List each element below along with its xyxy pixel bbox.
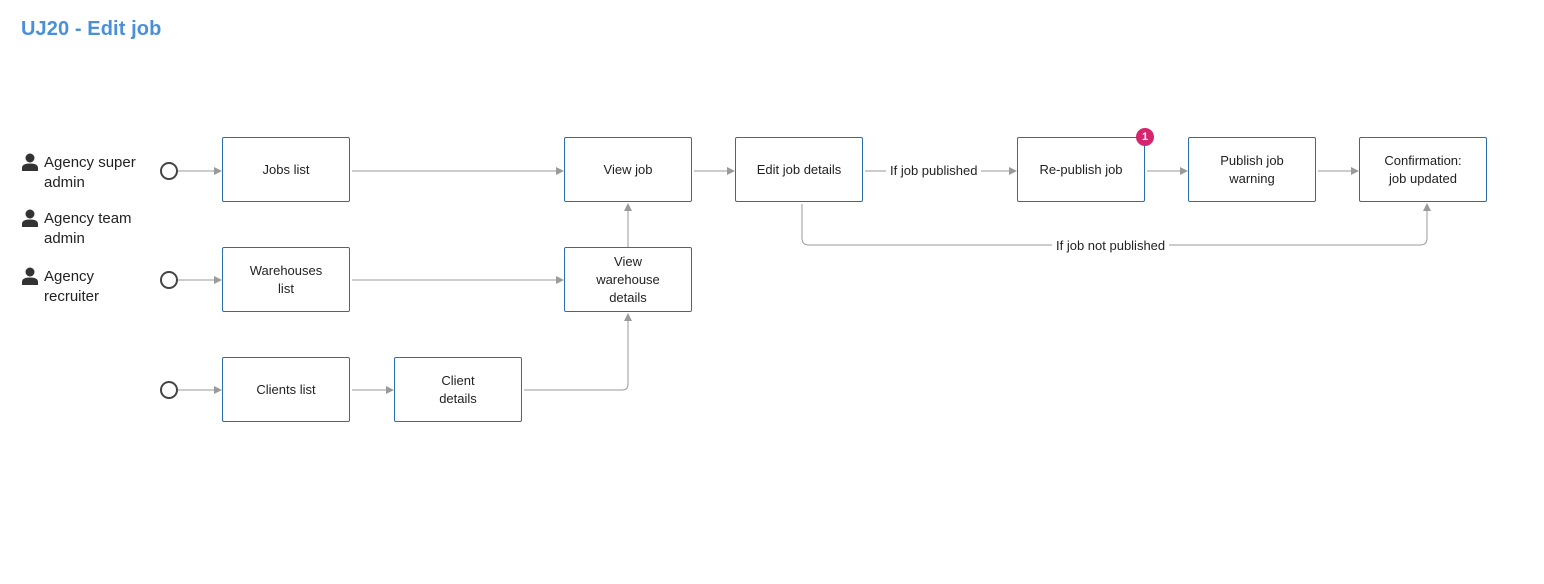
start-node-clients: [160, 381, 178, 399]
actor-label: Agency team admin: [44, 210, 132, 247]
actor-agency-recruiter: Agency recruiter: [22, 267, 114, 307]
node-edit-job-details[interactable]: Edit job details: [735, 137, 863, 202]
node-view-job[interactable]: View job: [564, 137, 692, 202]
node-label: View job: [603, 161, 653, 177]
start-node-jobs: [160, 162, 178, 180]
node-view-warehouse-details[interactable]: View warehouse details: [564, 247, 692, 312]
start-node-warehouses: [160, 271, 178, 289]
comment-badge[interactable]: 1: [1136, 128, 1154, 146]
node-jobs-list[interactable]: Jobs list: [222, 137, 350, 202]
node-republish-job[interactable]: Re-publish job: [1017, 137, 1145, 202]
connector-clientdetails-viewwarehouse: [524, 313, 632, 391]
node-publish-job-warning[interactable]: Publish job warning: [1188, 137, 1316, 202]
actor-agency-team-admin: Agency team admin: [22, 209, 144, 249]
edge-label-if-not-published: If job not published: [1052, 238, 1170, 253]
person-icon: [22, 267, 38, 285]
node-label: Clients list: [256, 381, 316, 397]
node-label: Warehouses list: [249, 262, 323, 296]
node-label: Edit job details: [756, 161, 842, 177]
person-icon: [22, 153, 38, 171]
actor-label: Agency super admin: [44, 154, 136, 191]
node-label: View warehouse details: [596, 253, 660, 305]
actor-label: Agency recruiter: [44, 268, 100, 305]
actor-agency-super-admin: Agency super admin: [22, 153, 144, 193]
node-label: Confirmation: job updated: [1384, 152, 1462, 186]
node-label: Publish job warning: [1220, 152, 1284, 186]
page-title: UJ20 - Edit job: [21, 18, 162, 40]
node-label: Jobs list: [262, 161, 310, 177]
person-icon: [22, 209, 38, 227]
node-client-details[interactable]: Client details: [394, 357, 522, 422]
node-confirmation-job-updated[interactable]: Confirmation: job updated: [1359, 137, 1487, 202]
node-warehouses-list[interactable]: Warehouses list: [222, 247, 350, 312]
node-clients-list[interactable]: Clients list: [222, 357, 350, 422]
node-label: Re-publish job: [1039, 161, 1123, 177]
node-label: Client details: [439, 372, 477, 406]
edge-label-if-published: If job published: [886, 163, 982, 178]
